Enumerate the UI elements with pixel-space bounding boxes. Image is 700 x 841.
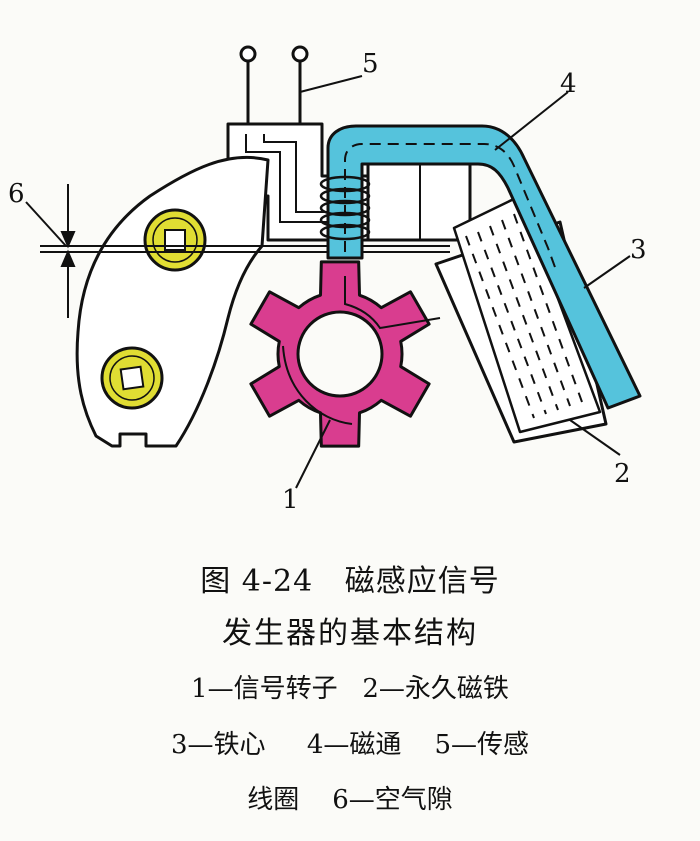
diagram-figure: 5 4 3 2 1 6 [8,45,647,515]
signal-rotor [249,260,441,448]
flux-path [344,143,557,271]
label-coil: 5 [362,49,379,79]
label-core: 3 [630,235,647,265]
mounting-bushing-upper [143,208,207,272]
legend-line-1: 1—信号转子 2—永久磁铁 [191,674,509,704]
sensor-coil [319,175,371,241]
air-gap-arrows [60,184,76,318]
mounting-bushing-lower [100,346,164,410]
air-gap-lines [40,245,450,253]
label-magnet: 2 [614,459,631,489]
legend-line-3: 线圈 6—空气隙 [247,785,453,815]
mounting-bracket [75,155,270,448]
coil-terminals [239,45,309,124]
legend-line-2: 3—铁心 4—磁通 5—传感 [170,730,529,760]
leader-lines [25,75,631,489]
label-flux: 4 [560,69,577,99]
figure-title-line-1: 图 4-24 磁感应信号 [200,564,500,599]
iron-core [326,124,642,410]
label-gap: 6 [8,179,25,209]
label-rotor: 1 [282,485,299,515]
figure-title-line-2: 发生器的基本结构 [222,616,478,651]
